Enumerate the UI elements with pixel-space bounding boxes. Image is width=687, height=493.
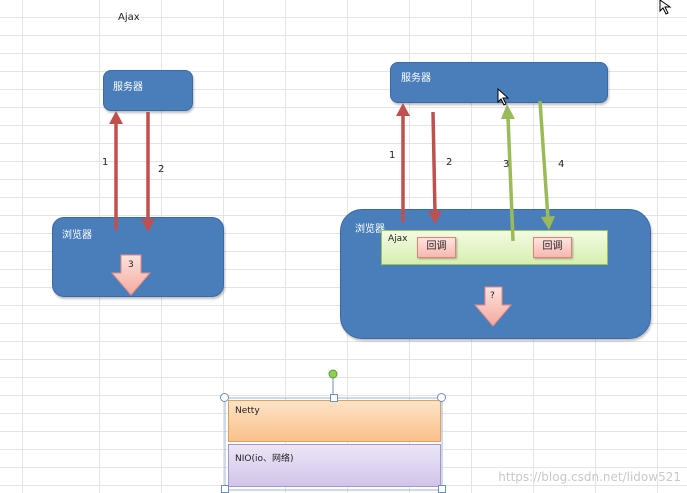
right-browser-label: 浏览器 <box>355 224 385 235</box>
right-arrow-label-1: 1 <box>389 150 396 161</box>
left-server-label: 服务器 <box>113 82 143 93</box>
right-async-request-arrow <box>501 104 515 242</box>
right-request-arrow <box>396 103 410 222</box>
left-browser-label: 浏览器 <box>62 230 92 241</box>
resize-handle-bottom-left[interactable] <box>221 485 229 493</box>
right-arrow-label-4: 4 <box>558 159 565 170</box>
netty-layer[interactable]: Netty <box>228 400 441 442</box>
resize-handle-top-right[interactable] <box>437 393 446 402</box>
nio-layer[interactable]: NIO(io、网络) <box>228 444 441 487</box>
resize-handle-top-middle[interactable] <box>330 394 338 402</box>
right-result-label: ? <box>490 291 495 301</box>
right-async-response-arrow <box>538 100 555 230</box>
left-response-arrow <box>141 112 155 232</box>
left-request-arrow <box>109 111 123 230</box>
mouse-cursor-icon <box>497 88 510 106</box>
callback-box-2[interactable]: 回调 <box>533 237 572 258</box>
netty-label: Netty <box>235 406 260 416</box>
left-server-node[interactable]: 服务器 <box>103 70 193 111</box>
right-arrow-label-3: 3 <box>503 159 510 170</box>
left-result-label: 3 <box>128 260 134 270</box>
resize-handle-bottom-right[interactable] <box>438 485 446 493</box>
watermark-text: https://blog.csdn.net/lidow521 <box>498 470 681 484</box>
right-response-arrow <box>428 111 442 224</box>
left-arrow-label-2: 2 <box>158 164 165 175</box>
resize-handle-top-left[interactable] <box>220 393 229 402</box>
callback-box-1[interactable]: 回调 <box>417 237 456 258</box>
nio-label: NIO(io、网络) <box>235 454 294 464</box>
left-result-down-arrow <box>110 254 152 296</box>
right-result-down-arrow <box>473 286 513 327</box>
left-arrow-label-1: 1 <box>102 157 109 168</box>
right-arrow-label-2: 2 <box>446 157 453 168</box>
right-server-label: 服务器 <box>401 73 431 84</box>
diagram-title: Ajax <box>118 12 140 23</box>
ajax-label: Ajax <box>388 234 408 244</box>
corner-cursor-icon <box>659 0 672 15</box>
